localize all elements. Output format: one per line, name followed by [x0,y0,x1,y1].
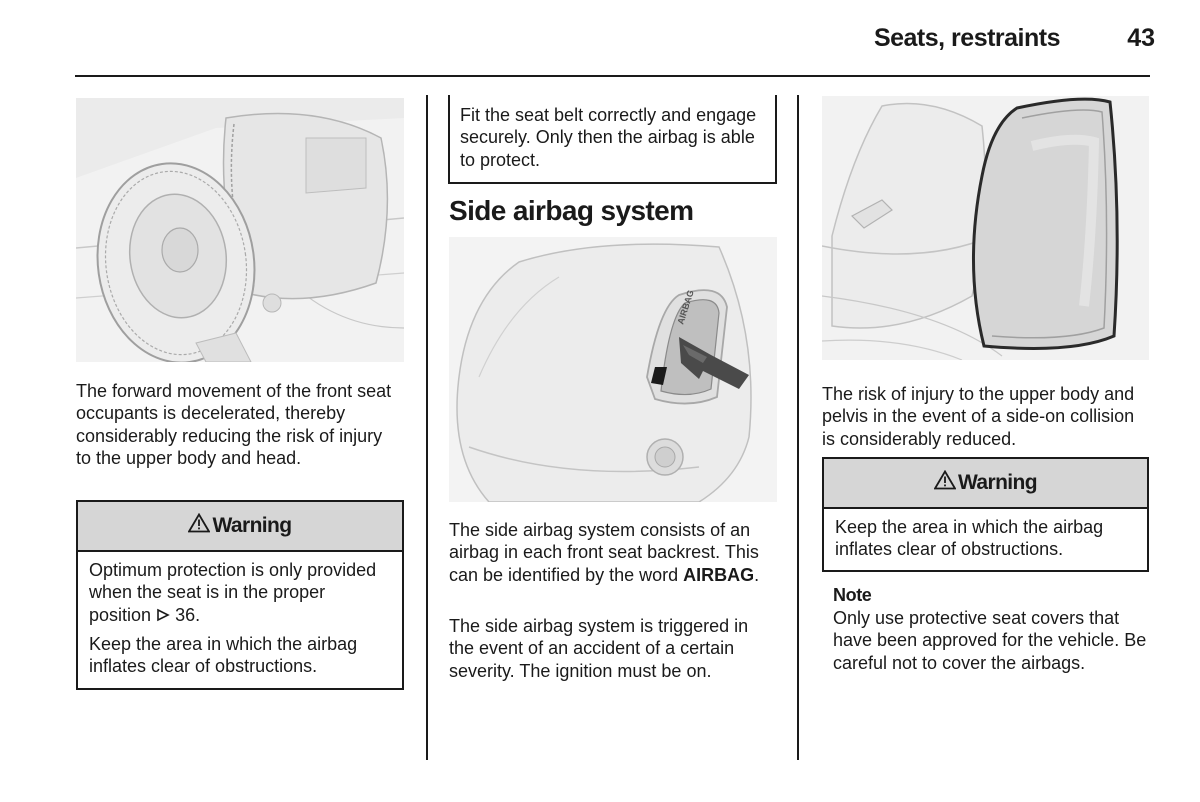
warning-header: Warning [78,500,402,552]
warning-title: Warning [957,471,1038,494]
left-paragraph: The forward movement of the front seat o… [76,381,392,468]
seat-belt-notice-text: Fit the seat belt correctly and engage s… [460,105,757,170]
column-divider-right [797,95,799,760]
side-airbag-seat-illustration: AIRBAG [449,237,777,502]
middle-paragraph-1-end: . [754,564,760,585]
section-title: Seats, restraints [873,24,1061,52]
middle-paragraph-1-text: The side airbag system consists of an ai… [449,520,759,585]
note-label: Note [833,585,872,605]
seat-belt-notice-box: Fit the seat belt correctly and engage s… [448,95,777,184]
warning-text: Optimum protection is only provided when… [89,560,377,625]
page-number: 43 [1127,24,1155,52]
warning-triangle-icon [933,469,957,496]
front-airbag-illustration [76,98,404,362]
warning-header: Warning [824,457,1147,509]
airbag-word: AIRBAG [683,564,755,585]
section-heading: Side airbag system [449,195,694,226]
warning-paragraph: Keep the area in which the airbag inflat… [835,517,1104,560]
side-airbag-inflated-illustration [822,96,1149,360]
page-reference-arrow-icon [156,605,170,627]
warning-paragraph: Optimum protection is only provided when… [89,559,392,627]
right-paragraph: The risk of injury to the upper body and… [822,384,1135,449]
column-divider-left [426,95,428,760]
warning-triangle-icon [187,512,212,539]
page-reference[interactable]: 36. [175,604,201,625]
middle-paragraph-1: The side airbag system consists of an ai… [449,519,778,586]
warning-box-right: Warning Keep the area in which the airba… [822,457,1149,572]
header-rule [75,75,1150,77]
warning-paragraph: Keep the area in which the airbag inflat… [89,633,358,677]
warning-title: Warning [212,514,292,537]
warning-box-left: Warning Optimum protection is only provi… [76,500,404,690]
note-text: Only use protective seat covers that hav… [833,608,1147,673]
middle-paragraph-2: The side airbag system is triggered in t… [449,616,749,681]
